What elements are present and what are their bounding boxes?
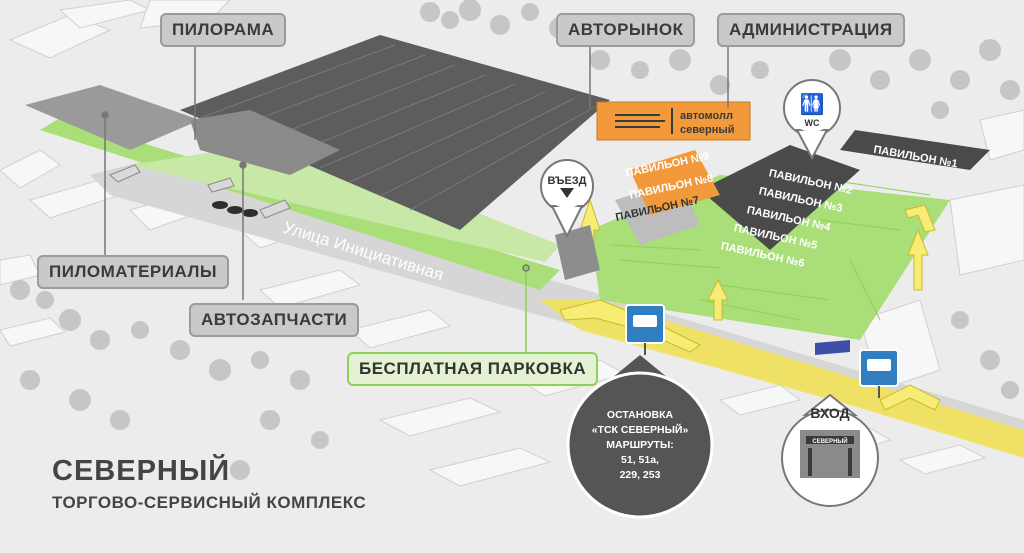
complex-title: СЕВЕРНЫЙ [52, 455, 231, 487]
bus-stop-line2: «ТСК СЕВЕРНЫЙ» [592, 423, 689, 436]
label-lumber: ПИЛОМАТЕРИАЛЫ [37, 255, 230, 289]
bus-stop-line3: МАРШРУТЫ: [606, 439, 673, 451]
label-free-parking: БЕСПЛАТНАЯ ПАРКОВКА [347, 352, 599, 386]
wc-person-icon: 🚻 [800, 92, 825, 116]
entrance-canopy [815, 340, 850, 355]
sawmill-zone [25, 85, 200, 150]
bus-stop-callout: ОСТАНОВКА «ТСК СЕВЕРНЫЙ» МАРШРУТЫ: 51, 5… [566, 355, 714, 519]
bus-icon [867, 359, 891, 371]
bus-icon [633, 315, 657, 327]
orange-pavilions-building [630, 150, 720, 215]
trees [10, 0, 1020, 480]
bus-stop-sign-2 [859, 349, 899, 398]
label-car-market: АВТОРЫНОК [556, 13, 696, 47]
entry-pin: ВЪЕЗД [540, 159, 594, 239]
wc-pin: WC 🚻 [783, 79, 841, 161]
pavilion-1-building [840, 130, 990, 170]
bus-stop-sign-1 [625, 304, 665, 355]
automall-bottom-text: северный [680, 124, 735, 136]
automall-banner [596, 101, 751, 141]
auto-parts-zone [190, 110, 340, 175]
entry-label: ВЪЕЗД [547, 175, 586, 187]
automall-top-text: автомолл [680, 110, 733, 122]
label-auto-parts: АВТОЗАПЧАСТИ [189, 303, 360, 337]
green-parking-strip-2 [130, 140, 560, 262]
wc-label: WC [805, 118, 820, 128]
grey-arrows [109, 164, 291, 219]
parking-stalls [609, 179, 931, 321]
entrance-label: ВХОД [810, 405, 849, 421]
dark-pavilion-block [700, 145, 860, 250]
complex-subtitle: ТОРГОВО-СЕРВИСНЫЙ КОМПЛЕКС [52, 493, 367, 512]
bus-stop-line4: 51, 51а, [621, 454, 659, 466]
cars [212, 201, 258, 217]
label-sawmill: ПИЛОРАМА [160, 13, 287, 47]
bus-stop-line5: 229, 253 [620, 469, 661, 481]
leader-lines [101, 40, 729, 352]
entry-arrow-icon [560, 188, 574, 198]
entrance-callout: ВХОД СЕВЕРНЫЙ [781, 393, 879, 507]
gate-sign-text: СЕВЕРНЫЙ [812, 437, 847, 445]
entry-gate [555, 225, 600, 280]
label-administration: АДМИНИСТРАЦИЯ [717, 13, 905, 47]
automall-logo-lines [615, 108, 673, 134]
bus-stop-line1: ОСТАНОВКА [607, 409, 674, 421]
market-hall [180, 35, 610, 230]
